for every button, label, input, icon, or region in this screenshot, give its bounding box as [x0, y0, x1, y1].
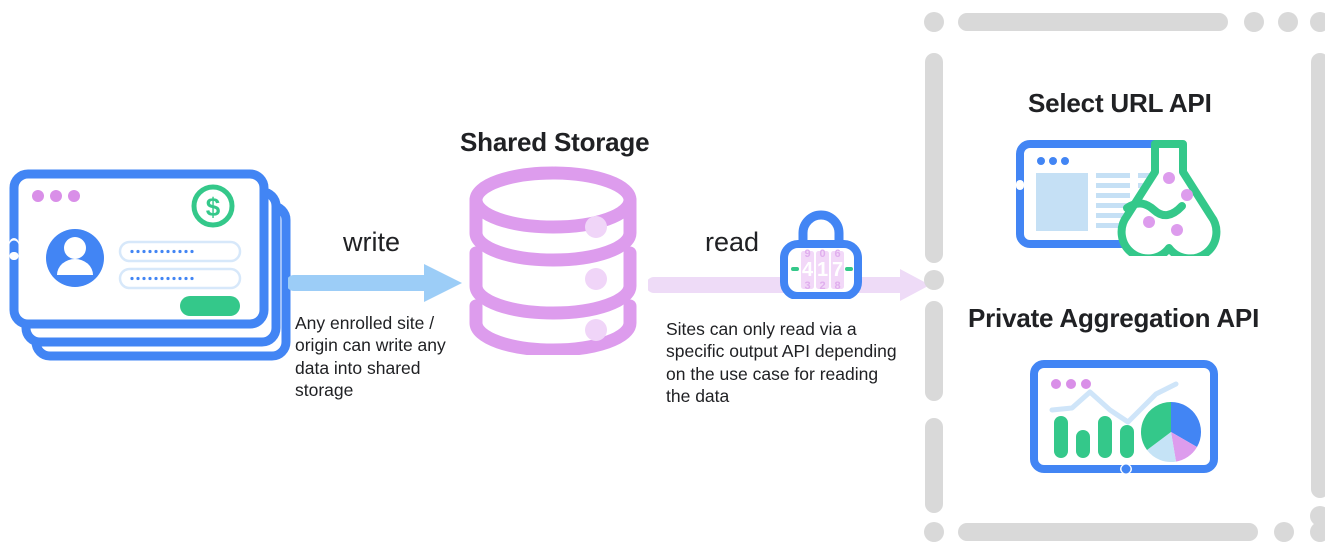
- analytics-dashboard-icon: [1028, 358, 1223, 483]
- lock-digit: 1: [817, 259, 828, 281]
- svg-text:3: 3: [804, 280, 810, 292]
- lock-dial: 9 0 6 3 2 8 4 1 7: [801, 248, 844, 292]
- svg-text:8: 8: [834, 280, 840, 292]
- write-caption: Any enrolled site / origin can write any…: [295, 313, 446, 401]
- read-caption: Sites can only read via a specific outpu…: [666, 319, 897, 407]
- window-dot: [68, 190, 80, 202]
- storage-indicator: [585, 268, 607, 290]
- write-label: write: [343, 227, 401, 257]
- window-dot: [32, 190, 44, 202]
- password-field: [118, 267, 242, 290]
- panel-dashed-border: [924, 12, 1325, 542]
- submit-button: [180, 296, 240, 316]
- svg-text:$: $: [206, 192, 221, 222]
- storage-indicator: [585, 216, 607, 238]
- dollar-sign-icon: $: [191, 184, 235, 228]
- lock-digit: 4: [802, 259, 814, 281]
- bar-series: [1054, 416, 1134, 458]
- combination-padlock-icon: 9 0 6 3 2 8 4 1 7: [779, 203, 863, 304]
- password-field: [118, 240, 242, 263]
- lock-digit: 7: [832, 259, 843, 281]
- svg-text:0: 0: [819, 248, 825, 260]
- output-apis-panel: [920, 8, 1325, 546]
- svg-text:2: 2: [819, 280, 825, 292]
- browser-with-flask-icon: [1014, 138, 1229, 263]
- user-avatar-icon: [46, 229, 104, 287]
- publisher-sites-illustration: $: [8, 166, 298, 366]
- line-series: [1049, 381, 1179, 425]
- private-aggregation-api-title: Private Aggregation API: [968, 303, 1260, 333]
- read-label: read: [705, 227, 760, 257]
- storage-indicator: [585, 319, 607, 341]
- select-url-api-title: Select URL API: [1028, 88, 1212, 118]
- svg-text:9: 9: [804, 248, 810, 260]
- database-cylinder-icon: [465, 165, 645, 360]
- pie-series: [1141, 402, 1202, 463]
- write-arrow: [286, 262, 466, 309]
- flask-icon: [1117, 140, 1221, 263]
- window-dot: [50, 190, 62, 202]
- shared-storage-title: Shared Storage: [460, 127, 650, 157]
- svg-text:6: 6: [834, 248, 840, 260]
